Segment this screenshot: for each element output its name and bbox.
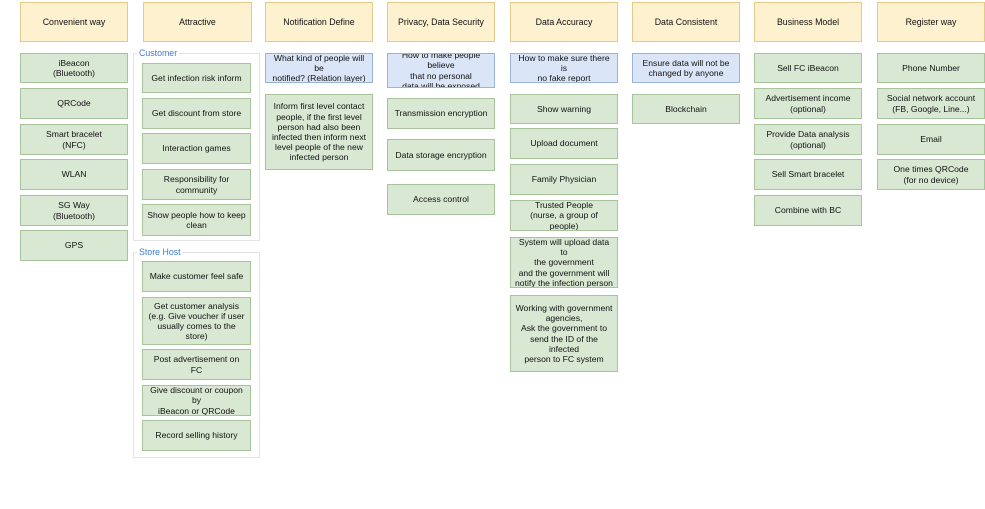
- note-email: Email: [877, 124, 985, 155]
- header-convenient-way: Convenient way: [20, 2, 128, 42]
- note-gps: GPS: [20, 230, 128, 261]
- note-ad-income: Advertisement income (optional): [754, 88, 862, 119]
- note-get-discount: Get discount from store: [142, 98, 251, 129]
- note-sell-ibeacon: Sell FC iBeacon: [754, 53, 862, 83]
- note-upload-document: Upload document: [510, 128, 618, 159]
- note-give-discount: Give discount or coupon by iBeacon or QR…: [142, 385, 251, 416]
- note-keep-clean: Show people how to keep clean: [142, 204, 251, 236]
- note-combine-bc: Combine with BC: [754, 195, 862, 226]
- note-blockchain: Blockchain: [632, 94, 740, 124]
- header-attractive: Attractive: [143, 2, 252, 42]
- note-interaction-games: Interaction games: [142, 133, 251, 164]
- header-data-accuracy: Data Accuracy: [510, 2, 618, 42]
- note-phone-number: Phone Number: [877, 53, 985, 83]
- note-responsibility: Responsibility for community: [142, 169, 251, 200]
- header-data-consistent: Data Consistent: [632, 2, 740, 42]
- header-register-way: Register way: [877, 2, 985, 42]
- note-privacy-question: How to make people believe that no perso…: [387, 53, 495, 88]
- note-accuracy-question: How to make sure there is no fake report: [510, 53, 618, 83]
- header-privacy-data-security: Privacy, Data Security: [387, 2, 495, 42]
- customer-group: [133, 53, 260, 241]
- note-storage-encryption: Data storage encryption: [387, 139, 495, 171]
- note-smart-bracelet: Smart bracelet (NFC): [20, 124, 128, 155]
- store-host-group: [133, 252, 260, 458]
- note-consistent-question: Ensure data will not be changed by anyon…: [632, 53, 740, 83]
- header-notification-define: Notification Define: [265, 2, 373, 42]
- customer-group-label: Customer: [137, 48, 180, 58]
- note-notification-answer: Inform first level contact people, if th…: [265, 94, 373, 170]
- note-ibeacon: iBeacon (Bluetooth): [20, 53, 128, 83]
- note-one-time-qrcode: One times QRCode (for no device): [877, 159, 985, 190]
- note-post-advertisement: Post advertisement on FC: [142, 349, 251, 380]
- note-transmission-encryption: Transmission encryption: [387, 98, 495, 129]
- note-trusted-people: Trusted People (nurse, a group of people…: [510, 200, 618, 231]
- header-business-model: Business Model: [754, 2, 862, 42]
- note-record-history: Record selling history: [142, 420, 251, 451]
- note-access-control: Access control: [387, 184, 495, 215]
- note-customer-analysis: Get customer analysis (e.g. Give voucher…: [142, 297, 251, 345]
- note-sell-bracelet: Sell Smart bracelet: [754, 159, 862, 190]
- note-qrcode: QRCode: [20, 88, 128, 119]
- note-show-warning: Show warning: [510, 94, 618, 124]
- note-social-account: Social network account (FB, Google, Line…: [877, 88, 985, 119]
- note-gov-upload: System will upload data to the governmen…: [510, 237, 618, 288]
- note-get-infection-risk: Get infection risk inform: [142, 63, 251, 93]
- note-gov-work: Working with government agencies, Ask th…: [510, 295, 618, 372]
- note-feel-safe: Make customer feel safe: [142, 261, 251, 292]
- store-host-group-label: Store Host: [137, 247, 183, 257]
- note-wlan: WLAN: [20, 159, 128, 190]
- note-notification-question: What kind of people will be notified? (R…: [265, 53, 373, 83]
- note-family-physician: Family Physician: [510, 164, 618, 195]
- note-data-analysis: Provide Data analysis (optional): [754, 124, 862, 155]
- note-sg-way: SG Way (Bluetooth): [20, 195, 128, 226]
